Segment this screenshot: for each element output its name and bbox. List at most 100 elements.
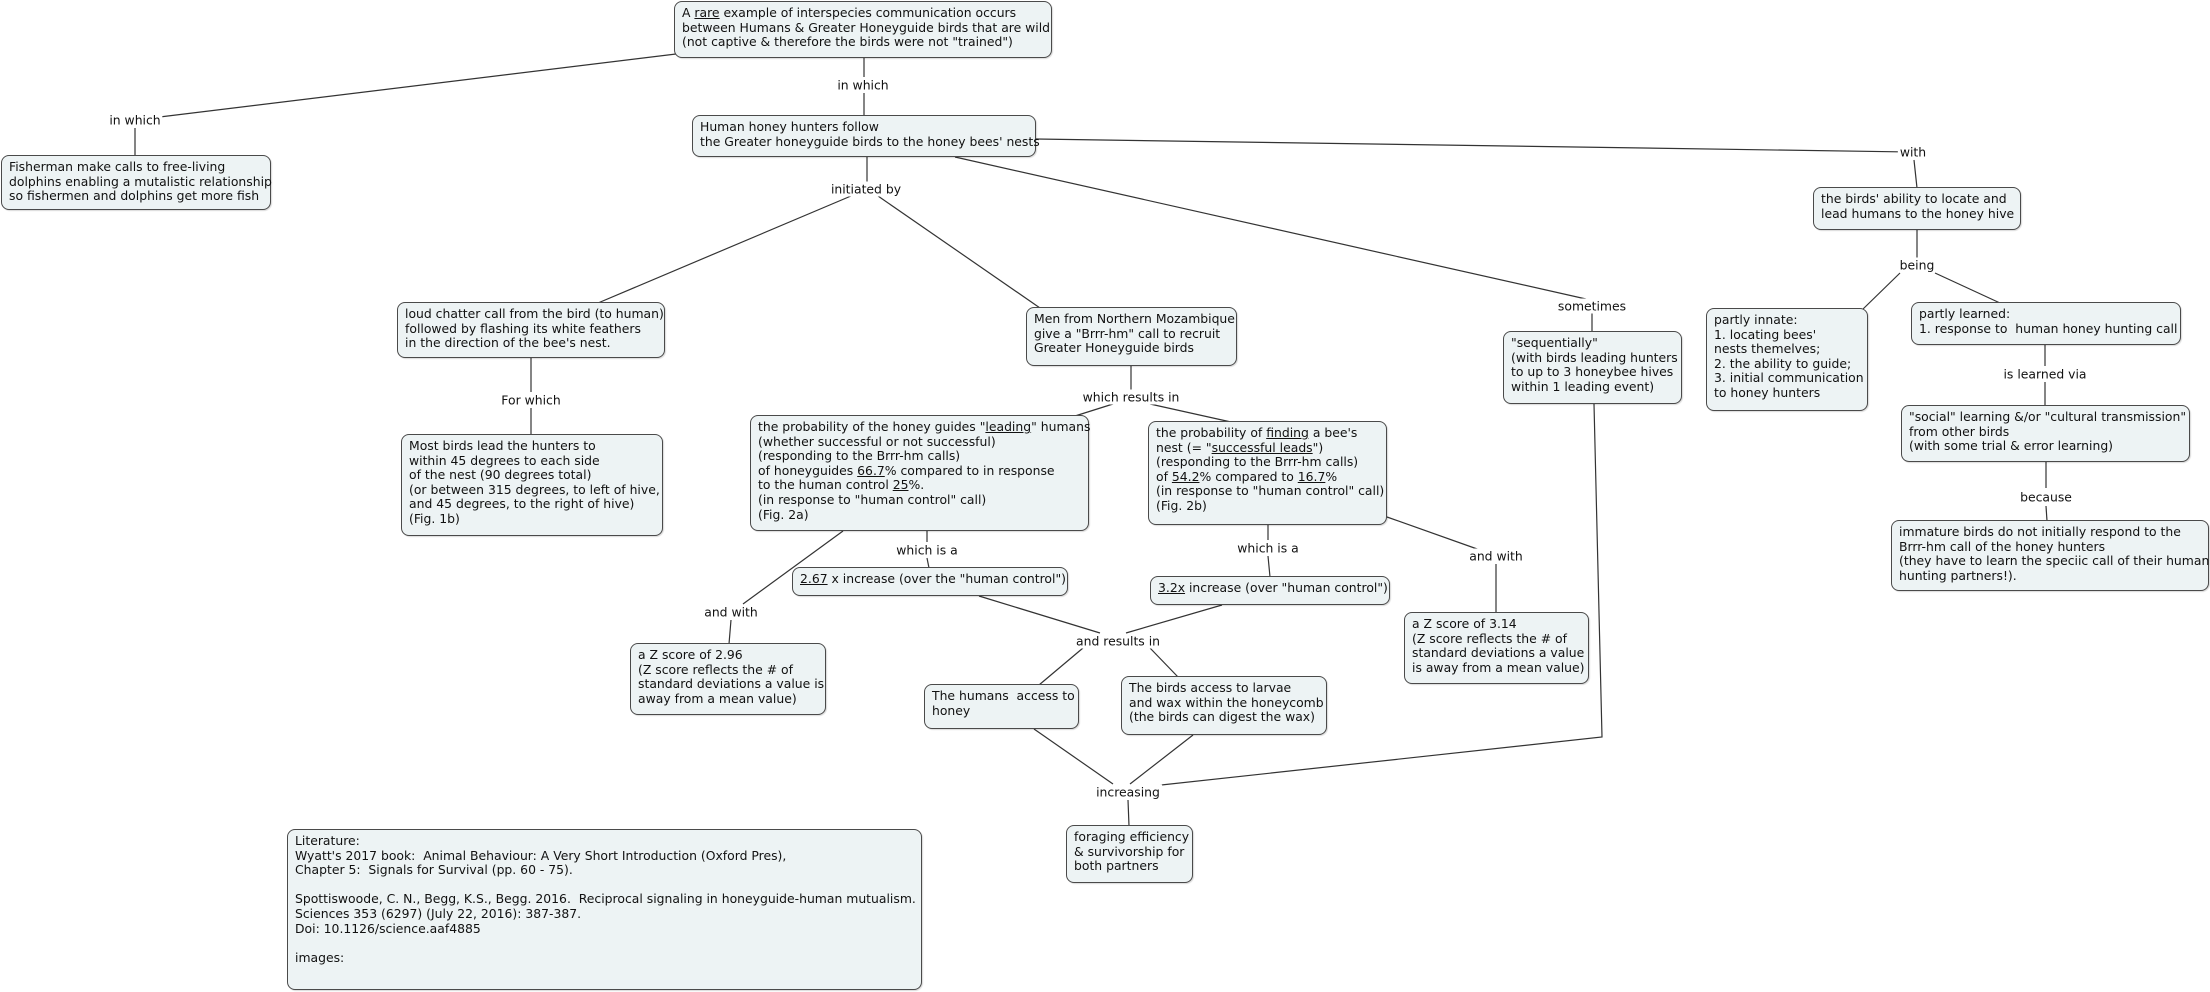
- link-label-initiated-by: initiated by: [828, 181, 904, 197]
- node-text-line: 1. locating bees': [1714, 326, 1817, 342]
- node-text-line: partly innate:: [1714, 312, 1798, 327]
- node-text-line: (Fig. 2a): [758, 506, 809, 522]
- link-label-and-with-left: and with: [702, 604, 760, 620]
- edge-andresults-n19: [1038, 647, 1084, 686]
- node-text-segment: " humans: [1031, 419, 1091, 434]
- node-text-line: the Greater honeyguide birds to the hone…: [700, 133, 1040, 149]
- node-text-line: (Fig. 2b): [1156, 497, 1207, 513]
- node-text-line: (Fig. 1b): [409, 510, 460, 526]
- edge-because-n16: [2045, 505, 2048, 522]
- underlined-term: 16.7: [1297, 468, 1326, 484]
- edge-n19-increasing: [1033, 728, 1114, 785]
- node-text-segment: a bee's: [1308, 425, 1358, 440]
- edge-n1-inwhich1: [134, 53, 677, 121]
- node-text-segment: to the human control: [758, 477, 893, 493]
- edge-whichresults-n11: [1074, 403, 1114, 417]
- node-text-line: and wax within the honeycomb: [1129, 694, 1324, 710]
- node-text-line: in the direction of the bee's nest.: [405, 335, 611, 351]
- node-text-line: (the birds can digest the wax): [1129, 709, 1315, 725]
- concept-interspecies-communication[interactable]: A rare example of interspecies communica…: [674, 1, 1052, 58]
- concept-probability-leading[interactable]: the probability of the honey guides "lea…: [750, 415, 1091, 531]
- node-text-line: Sciences 353 (6297) (July 22, 2016): 387…: [295, 905, 582, 921]
- node-text-line: between Humans & Greater Honeyguide bird…: [682, 19, 1051, 35]
- concept-2-67-increase[interactable]: 2.67 x increase (over the "human control…: [792, 567, 1068, 596]
- edge-n12-andwith2: [1386, 516, 1481, 551]
- node-text-line: to up to 3 honeybee hives: [1511, 364, 1674, 380]
- node-text-line: and 45 degrees, to the right of hive): [409, 496, 635, 512]
- node-text-line: away from a mean value): [638, 690, 797, 706]
- link-label-for-which: For which: [499, 392, 563, 408]
- link-label-and-results-in: and results in: [1074, 633, 1162, 649]
- node-text-line: images:: [295, 949, 345, 965]
- edge-n11-andwith1: [742, 530, 844, 605]
- link-label-increasing: increasing: [1094, 784, 1162, 800]
- edge-n15-andresults: [1125, 604, 1223, 634]
- underlined-term: 25: [892, 477, 909, 493]
- concept-social-learning[interactable]: "social" learning &/or "cultural transmi…: [1901, 405, 2190, 462]
- concept-z-score-3-14[interactable]: a Z score of 3.14(Z score reflects the #…: [1404, 612, 1589, 684]
- link-label-and-with-right: and with: [1467, 548, 1525, 564]
- concept-z-score-2-96[interactable]: a Z score of 2.96(Z score reflects the #…: [630, 643, 826, 715]
- link-label-because: because: [2018, 489, 2074, 505]
- node-text-line: 3. initial communication: [1714, 370, 1864, 386]
- edge-being-n9: [1934, 272, 2001, 304]
- node-text-line: a Z score of 3.14: [1412, 616, 1517, 631]
- node-text-line: The birds access to larvae: [1129, 680, 1292, 695]
- node-text-line: loud chatter call from the bird (to huma…: [405, 306, 664, 321]
- underlined-term: 54.2: [1171, 468, 1200, 484]
- concept-sequentially[interactable]: "sequentially"(with birds leading hunter…: [1503, 331, 1682, 404]
- node-text-line: from other birds: [1909, 423, 2010, 439]
- node-text-line: is away from a mean value): [1412, 659, 1585, 675]
- concept-3-2x-increase[interactable]: 3.2x increase (over "human control"): [1150, 576, 1390, 605]
- node-text-line: the probability of finding a bee's: [1156, 425, 1379, 441]
- literature-references[interactable]: Literature:Wyatt's 2017 book: Animal Beh…: [287, 829, 922, 990]
- node-text-line: standard deviations a value: [1412, 645, 1585, 661]
- concept-partly-learned[interactable]: partly learned:1. response to human hone…: [1911, 302, 2181, 345]
- node-text-segment: %.: [908, 477, 925, 493]
- concept-immature-birds[interactable]: immature birds do not initially respond …: [1891, 520, 2209, 591]
- edge-increasing-n21: [1127, 799, 1130, 827]
- node-text-line: standard deviations a value is: [638, 676, 825, 692]
- underlined-term: leading: [985, 419, 1032, 434]
- underlined-term: 2.67: [800, 571, 828, 586]
- node-text-segment: % compared to: [1199, 468, 1298, 484]
- node-text-line: 2.67 x increase (over the "human control…: [800, 571, 1066, 587]
- edge-andwith1-n17: [728, 619, 732, 645]
- node-text-segment: of: [1156, 468, 1172, 484]
- link-label-which-results-in: which results in: [1080, 389, 1182, 405]
- node-text-line: hunting partners!).: [1899, 567, 2017, 583]
- node-text-line: (or between 315 degrees, to left of hive…: [409, 481, 660, 497]
- node-text-line: 3.2x increase (over "human control"): [1158, 580, 1388, 596]
- node-text-line: dolphins enabling a mutalistic relations…: [9, 173, 272, 189]
- node-text-line: followed by flashing its white feathers: [405, 320, 641, 336]
- node-text-line: foraging efficiency: [1074, 829, 1190, 844]
- edge-with-n4: [1913, 159, 1918, 189]
- node-text-line: nest (= "successful leads"): [1156, 440, 1379, 456]
- node-text-segment: the probability of the honey guides ": [758, 419, 986, 434]
- node-text-segment: x increase (over the "human control"): [827, 571, 1066, 586]
- node-text-line: Literature:: [295, 833, 360, 848]
- node-text-line: 2. the ability to guide;: [1714, 355, 1852, 371]
- concept-loud-chatter-call[interactable]: loud chatter call from the bird (to huma…: [397, 302, 665, 358]
- edge-n3-sometimes: [954, 156, 1587, 300]
- node-text-line: (whether successful or not successful): [758, 433, 996, 449]
- node-text-segment: increase (over "human control"): [1185, 580, 1388, 595]
- concept-partly-innate[interactable]: partly innate:1. locating bees'nests the…: [1706, 308, 1868, 411]
- node-text-line: partly learned:: [1919, 306, 2011, 321]
- edge-being-n8: [1861, 272, 1901, 311]
- node-text-line: (with some trial & error learning): [1909, 438, 2114, 454]
- node-text-line: (in response to "human control" call): [1156, 483, 1385, 499]
- node-text-line: the birds' ability to locate and: [1821, 191, 2007, 206]
- node-text-line: (with birds leading hunters: [1511, 349, 1678, 365]
- node-text-line: Brrr-hm call of the honey hunters: [1899, 538, 2106, 554]
- node-text-line: immature birds do not initially respond …: [1899, 524, 2181, 539]
